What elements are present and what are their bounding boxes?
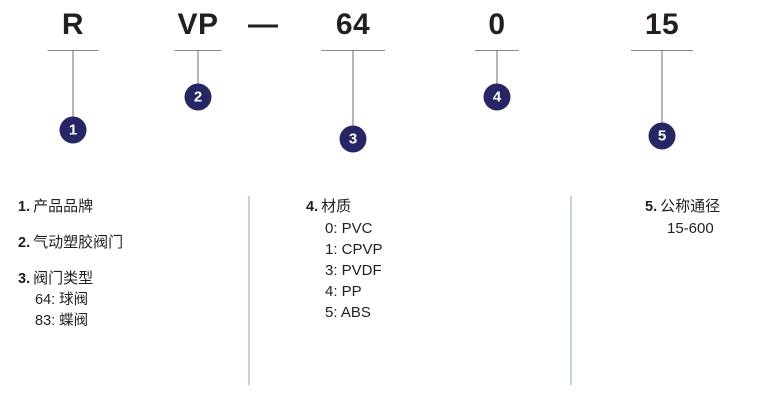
code-token-4: 0 [488,8,506,41]
legend-index-5: 5. [645,199,658,215]
code-separator-dash: — [248,8,278,41]
legend-entry-3: 3.阀门类型 64: 球阀 83: 蝶阀 [18,268,123,332]
code-bullet-5: 5 [648,122,676,150]
legend-sub-item: 1: CPVP [325,241,383,258]
legend-entry-4: 4.材质 0: PVC 1: CPVP 3: PVDF 4: PP 5: ABS [306,196,383,323]
legend-head-5: 5.公称通径 [645,196,720,218]
code-token-5: 15 [644,8,680,41]
legend-sub-item: 83: 蝶阀 [35,313,89,329]
legend-label-4: 材质 [321,198,352,215]
code-breakdown-diagram: R 1 VP 2 — 64 3 0 4 15 [0,0,771,180]
legend-column-3: 5.公称通径 15-600 [645,196,720,253]
code-stem-2 [197,50,199,84]
code-token-2: VP [177,8,219,41]
legend-column-1: 1.产品品牌 2.气动塑胶阀门 3.阀门类型 64: 球阀 83: 蝶阀 [18,196,123,346]
code-stem-3 [352,50,354,126]
legend-head-3: 3.阀门类型 [18,268,123,290]
code-bullet-3: 3 [339,125,367,153]
legend-entry-1: 1.产品品牌 [18,196,123,218]
legend-label-1: 产品品牌 [33,198,94,215]
legend-sub-list-3: 64: 球阀 83: 蝶阀 [18,290,123,332]
code-bullet-1: 1 [59,116,87,144]
code-stem-4 [496,50,498,84]
legend-head-1: 1.产品品牌 [18,196,123,218]
code-bullet-4: 4 [483,83,511,111]
legend-sub-item: 5: ABS [325,304,371,321]
legend-label-2: 气动塑胶阀门 [33,234,124,251]
code-bullet-2: 2 [184,83,212,111]
legend-sub-item: 64: 球阀 [35,292,89,308]
code-stem-1 [72,50,74,117]
column-divider-1 [248,196,250,385]
legend-entry-5: 5.公称通径 15-600 [645,196,720,239]
legend-sub-item: 3: PVDF [325,262,382,279]
legend-index-3: 3. [18,271,31,287]
legend-head-4: 4.材质 [306,196,383,218]
code-token-3: 64 [335,8,371,41]
code-stem-5 [661,50,663,123]
legend-label-3: 阀门类型 [33,270,94,287]
legend-sub-list-4: 0: PVC 1: CPVP 3: PVDF 4: PP 5: ABS [306,218,383,323]
code-token-1: R [61,8,85,41]
legend-label-5: 公称通径 [660,198,721,215]
legend-index-4: 4. [306,199,319,215]
legend-index-2: 2. [18,235,31,251]
legend-sub-list-5: 15-600 [645,218,720,239]
legend-sub-item: 0: PVC [325,220,373,237]
legend-sub-item: 15-600 [667,220,714,237]
legend-sub-item: 4: PP [325,283,362,300]
legend-entry-2: 2.气动塑胶阀门 [18,232,123,254]
legend-column-2: 4.材质 0: PVC 1: CPVP 3: PVDF 4: PP 5: ABS [306,196,383,337]
legend-head-2: 2.气动塑胶阀门 [18,232,123,254]
column-divider-2 [570,196,572,385]
legend-index-1: 1. [18,199,31,215]
